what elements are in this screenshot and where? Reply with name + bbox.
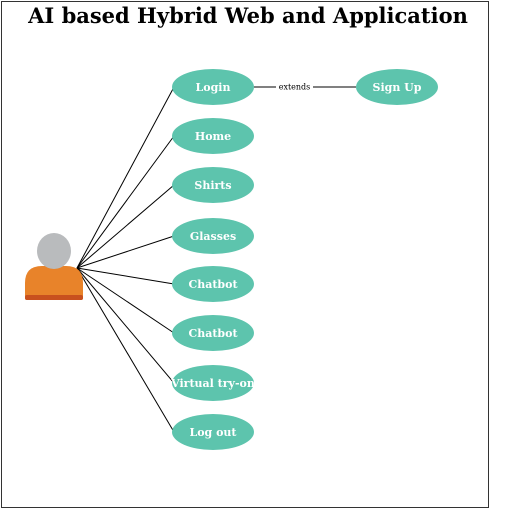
use-case-ellipse[interactable]	[172, 365, 254, 401]
use-case-label: Shirts	[194, 179, 231, 192]
use-case-ellipse[interactable]	[172, 69, 254, 105]
use-case-label: Login	[196, 81, 231, 94]
extends-label: extends	[279, 83, 311, 92]
use-case-chatbot-1[interactable]: Chatbot	[172, 266, 254, 302]
use-case-virtual-try-on[interactable]: Virtual try-on	[170, 365, 255, 401]
use-case-ellipse[interactable]	[172, 218, 254, 254]
extends-relation: extends	[254, 83, 356, 92]
use-case-label: Home	[195, 130, 231, 143]
use-case-ellipse[interactable]	[172, 414, 254, 450]
link-log-out	[76, 267, 175, 433]
diagram-title: AI based Hybrid Web and Application	[27, 3, 468, 28]
link-chatbot-1	[76, 267, 175, 285]
use-case-log-out[interactable]: Log out	[172, 414, 254, 450]
use-case-ellipse[interactable]	[172, 118, 254, 154]
link-login	[76, 86, 175, 269]
use-case-ellipse[interactable]	[356, 69, 438, 105]
use-case-ellipse[interactable]	[172, 167, 254, 203]
use-case-glasses[interactable]: Glasses	[172, 218, 254, 254]
use-case-sign-up[interactable]: Sign Up	[356, 69, 438, 105]
use-case-ellipse[interactable]	[172, 266, 254, 302]
diagram-frame	[1, 1, 489, 508]
use-case-label: Glasses	[190, 230, 236, 243]
actor-body-edge	[25, 295, 83, 300]
user-icon	[25, 233, 83, 300]
use-case-ellipse[interactable]	[172, 315, 254, 351]
link-home	[76, 135, 175, 269]
link-shirts	[76, 184, 175, 269]
link-glasses	[76, 235, 175, 269]
use-case-label: Chatbot	[188, 278, 238, 291]
actor-body	[25, 266, 83, 300]
use-case-chatbot-2[interactable]: Chatbot	[172, 315, 254, 351]
use-case-label: Log out	[189, 426, 237, 439]
link-virtual-try-on	[76, 267, 175, 384]
use-case-label: Virtual try-on	[170, 377, 255, 390]
use-case-home[interactable]: Home	[172, 118, 254, 154]
use-case-login[interactable]: Login	[172, 69, 254, 105]
actor-links	[76, 86, 175, 433]
use-case-label: Chatbot	[188, 327, 238, 340]
use-case-label: Sign Up	[373, 81, 422, 94]
actor-head	[37, 233, 71, 269]
link-chatbot-2	[76, 267, 175, 334]
use-case-shirts[interactable]: Shirts	[172, 167, 254, 203]
